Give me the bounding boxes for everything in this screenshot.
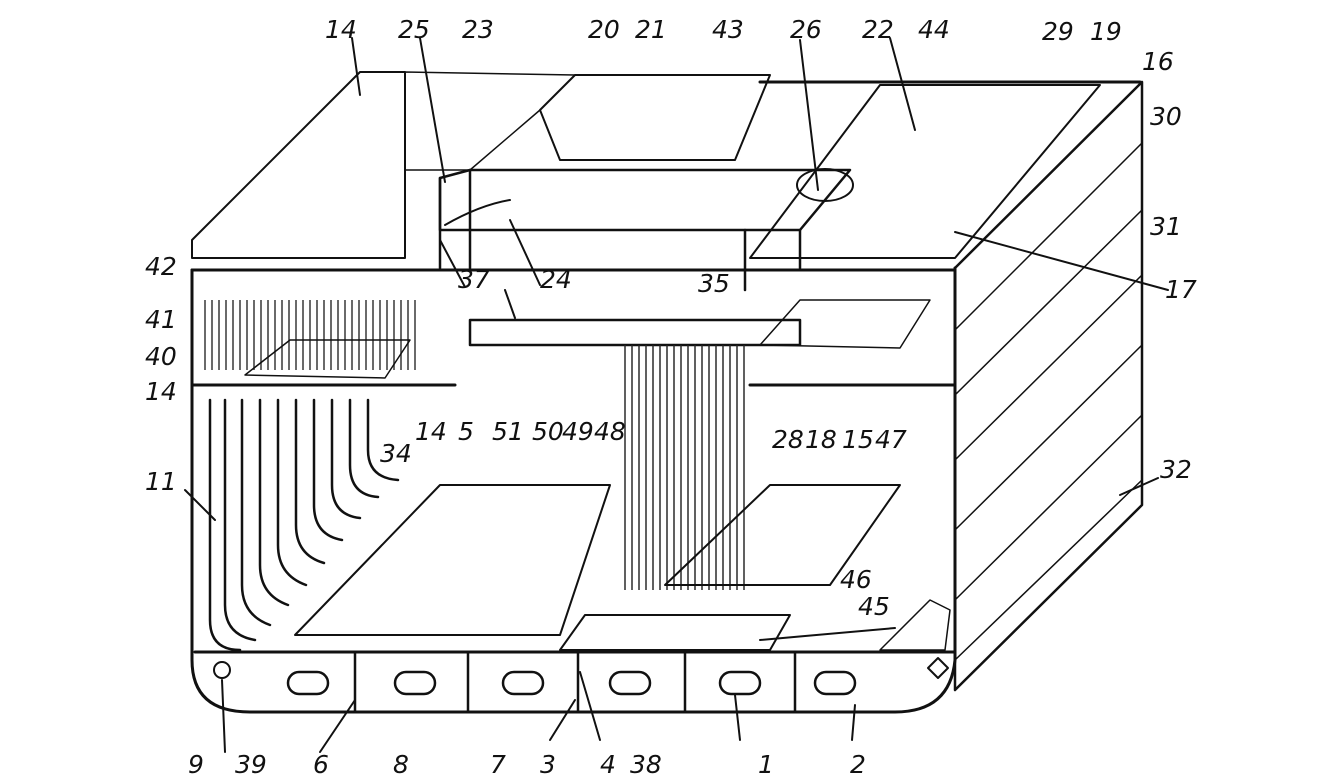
- label-46: 46: [840, 565, 872, 594]
- label-39: 39: [235, 750, 267, 778]
- side-shell: [953, 80, 1144, 692]
- label-42: 42: [145, 252, 177, 281]
- label-2: 2: [850, 750, 866, 778]
- label-3: 3: [540, 750, 556, 778]
- label-19: 19: [1090, 17, 1122, 46]
- leader-lines: [184, 37, 1169, 753]
- label-9: 9: [188, 750, 204, 778]
- label-14-mid: 14: [415, 417, 447, 446]
- label-49: 49: [562, 417, 594, 446]
- label-20: 20: [588, 15, 620, 44]
- label-44: 44: [918, 15, 950, 44]
- label-47: 47: [875, 425, 907, 454]
- hull-section-outline: [190, 266, 957, 714]
- label-31: 31: [1150, 212, 1182, 241]
- label-28: 28: [772, 425, 804, 454]
- label-7: 7: [490, 750, 506, 778]
- inner-bottom: [294, 484, 951, 651]
- label-41: 41: [145, 305, 177, 334]
- label-26: 26: [790, 15, 822, 44]
- label-51: 51: [492, 417, 524, 446]
- label-1: 1: [758, 750, 774, 778]
- label-38: 38: [630, 750, 662, 778]
- label-50: 50: [532, 417, 564, 446]
- label-40: 40: [145, 342, 177, 371]
- label-5: 5: [458, 417, 474, 446]
- label-14-left: 14: [145, 377, 177, 406]
- label-6: 6: [313, 750, 329, 778]
- label-48: 48: [594, 417, 626, 446]
- label-29: 29: [1042, 17, 1074, 46]
- label-14-top: 14: [325, 15, 357, 44]
- label-30: 30: [1150, 102, 1182, 131]
- double-bottom: [193, 650, 957, 714]
- label-43: 43: [712, 15, 744, 44]
- label-8: 8: [393, 750, 409, 778]
- label-25: 25: [398, 15, 430, 44]
- label-16: 16: [1142, 47, 1174, 76]
- label-22: 22: [862, 15, 894, 44]
- label-17: 17: [1165, 275, 1197, 304]
- central-bulkhead: [620, 345, 750, 590]
- side-frames: [208, 398, 400, 652]
- reference-labels: 14 25 23 20 21 43 26 22 44 29 19 16 30 3…: [145, 15, 1197, 778]
- label-37: 37: [458, 265, 490, 294]
- label-18: 18: [805, 425, 837, 454]
- label-34: 34: [380, 439, 412, 468]
- upper-deck: [191, 71, 1142, 259]
- label-4: 4: [600, 750, 616, 778]
- label-21: 21: [635, 15, 667, 44]
- label-11: 11: [145, 467, 177, 496]
- label-35: 35: [698, 269, 730, 298]
- label-23: 23: [462, 15, 494, 44]
- label-15: 15: [842, 425, 874, 454]
- label-32: 32: [1160, 455, 1192, 484]
- hatch-trunk: [438, 168, 854, 347]
- label-45: 45: [858, 592, 890, 621]
- label-24: 24: [540, 265, 572, 294]
- tween-deck: [200, 299, 931, 379]
